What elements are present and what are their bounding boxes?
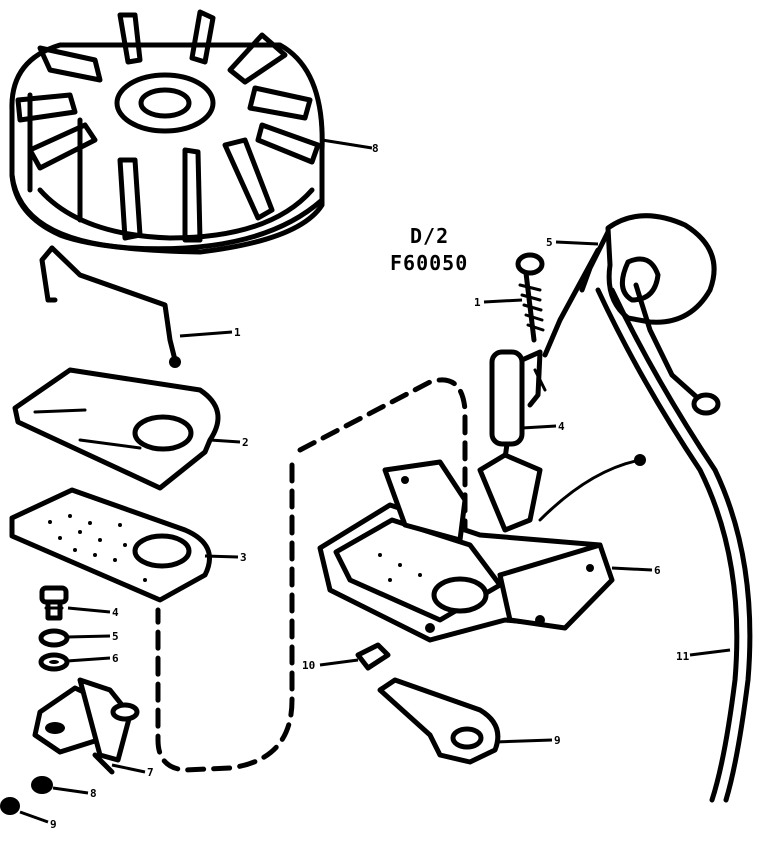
washer-callout: 6 [66, 652, 119, 665]
high-tension-wire-callout-label: 11 [676, 650, 690, 663]
flywheel-callout: 8 [321, 138, 379, 155]
spark-plug-boot [542, 213, 721, 416]
breaker-points-callout-label: 7 [147, 766, 154, 779]
screw-callout: 4 [67, 606, 119, 619]
flywheel-callout-label: 8 [372, 142, 379, 155]
assembly-outline [155, 377, 468, 773]
flywheel [9, 9, 325, 255]
high-tension-wire [595, 287, 753, 803]
spring-clip [39, 245, 181, 368]
reference-line-1: D/2 [410, 224, 449, 248]
nut-callout-label: 8 [90, 787, 97, 800]
lock-washer [38, 628, 70, 648]
felt-wick [355, 642, 391, 671]
breaker-points [32, 677, 140, 775]
condenser-callout: 4 [521, 420, 565, 433]
spring-clip-callout: 1 [179, 326, 241, 339]
coil-assembly-callout: 6 [611, 564, 661, 577]
dust-cover-callout: 2 [209, 436, 249, 449]
washer [38, 652, 70, 672]
spark-plug-boot-callout-label: 5 [546, 236, 553, 249]
spark-plug-boot-callout: 5 [546, 236, 599, 249]
high-tension-wire-callout: 11 [676, 648, 731, 663]
lock-washer-callout-label: 5 [112, 630, 119, 643]
condenser-screw-callout: 1 [474, 296, 523, 309]
condenser-screw-callout-label: 1 [474, 296, 481, 309]
breaker-plate-callout-label: 3 [240, 551, 247, 564]
coil-assembly [317, 452, 646, 643]
breaker-points-callout: 7 [111, 763, 154, 779]
screw-callout-label: 4 [112, 606, 119, 619]
small-nut [0, 797, 20, 815]
condenser [489, 349, 547, 483]
washer-callout-label: 6 [112, 652, 119, 665]
spring-clip-callout-label: 1 [234, 326, 241, 339]
dust-cover-callout-label: 2 [242, 436, 249, 449]
screw [39, 585, 69, 621]
lock-washer-callout: 5 [66, 630, 119, 643]
felt-wick-callout: 10 [302, 658, 359, 672]
coil-assembly-callout-label: 6 [654, 564, 661, 577]
felt-wick-callout-label: 10 [302, 659, 315, 672]
breaker-plate [9, 487, 212, 603]
cam-lever [377, 677, 501, 765]
condenser-callout-label: 4 [558, 420, 565, 433]
nut [31, 776, 53, 794]
breaker-plate-callout: 3 [204, 551, 247, 564]
cam-lever-callout-label: 9 [554, 734, 561, 747]
reference-line-2: F60050 [390, 251, 468, 275]
dust-cover [12, 367, 221, 491]
small-nut-callout-label: 9 [50, 818, 57, 831]
condenser-screw [515, 252, 545, 343]
small-nut-callout: 9 [19, 810, 57, 831]
reference-label: D/2 F60050 [390, 224, 468, 275]
nut-callout: 8 [52, 786, 97, 800]
cam-lever-callout: 9 [494, 734, 561, 747]
